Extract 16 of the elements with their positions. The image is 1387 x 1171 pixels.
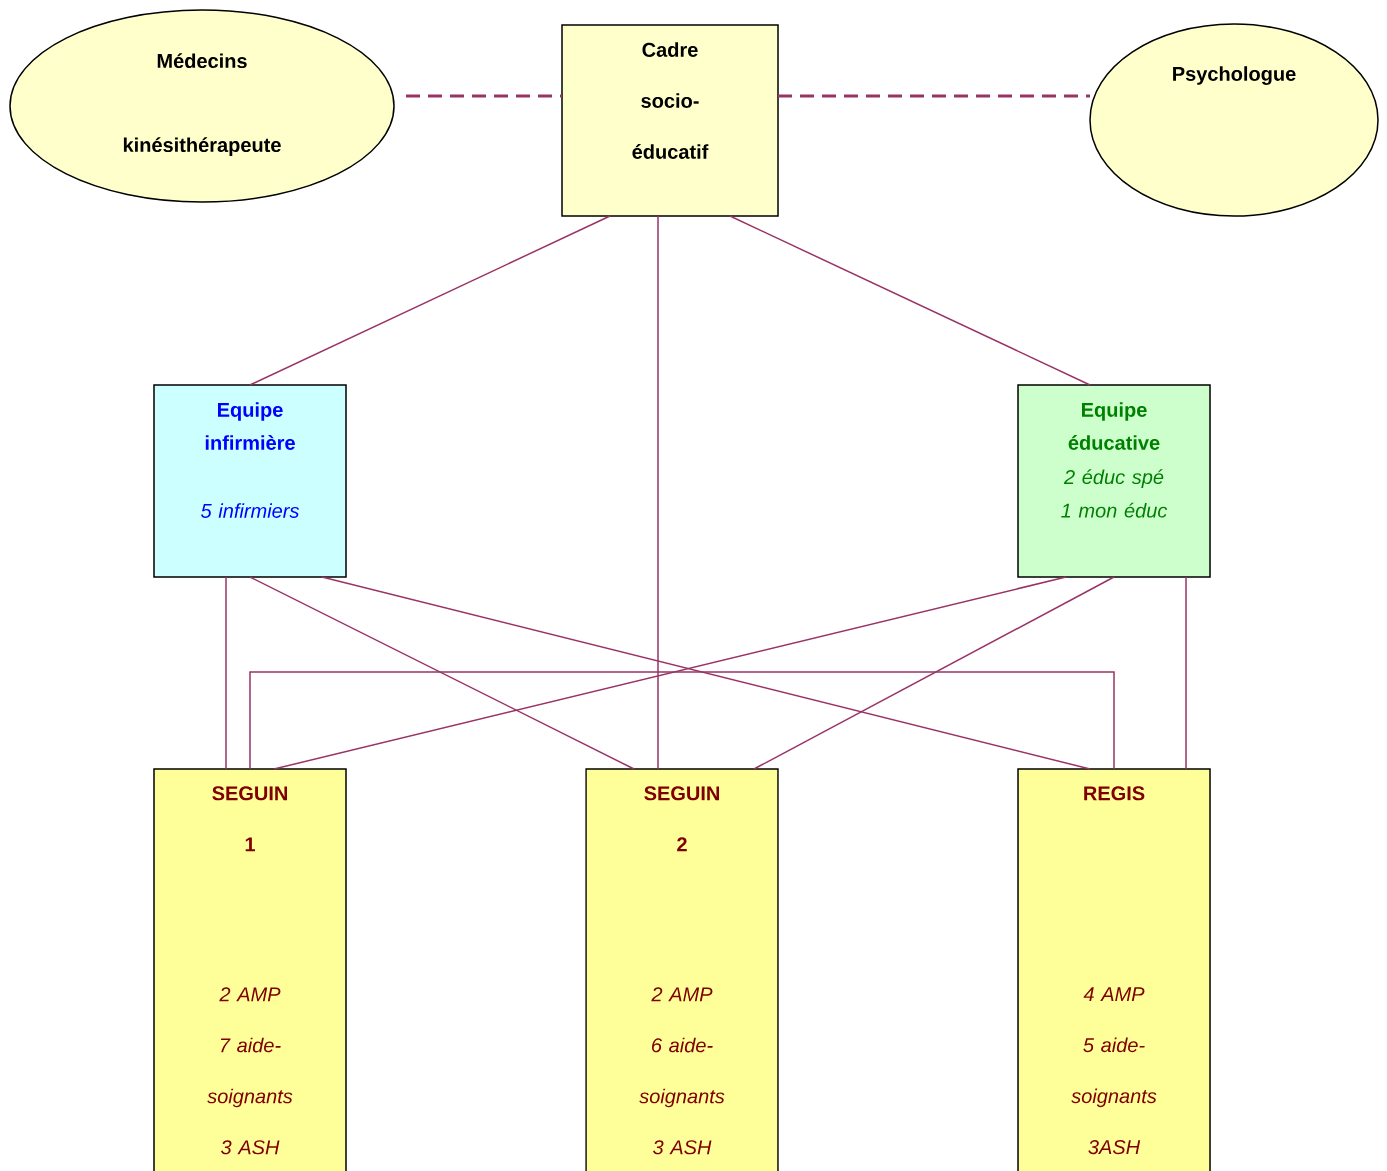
connector-line: [778, 94, 1090, 98]
unit-box: SEGUIN 2 2 AMP 6 aide-soignants 3 ASH: [585, 768, 779, 1171]
connector-line: [729, 215, 1091, 386]
connector-line: [249, 215, 611, 386]
unit-box: SEGUIN 1 2 AMP 7 aide-soignants 3 ASH: [153, 768, 347, 1171]
connector-line: [753, 576, 1115, 770]
unit-box: REGIS 4 AMP 5 aide-soignants 3ASH: [1017, 768, 1211, 1171]
team-box: Equipe infirmière 5 infirmiers: [153, 384, 347, 578]
connector-line: [406, 94, 562, 98]
connector-line: [1185, 576, 1187, 770]
connector-line: [225, 576, 227, 770]
connector-line: [249, 671, 1115, 770]
team-box: Equipe éducative 2 éduc spé 1 mon éduc: [1017, 384, 1211, 578]
connector-line: [657, 215, 659, 770]
connector-line: [249, 576, 635, 770]
role-box: Cadre socio-éducatif: [561, 24, 779, 217]
